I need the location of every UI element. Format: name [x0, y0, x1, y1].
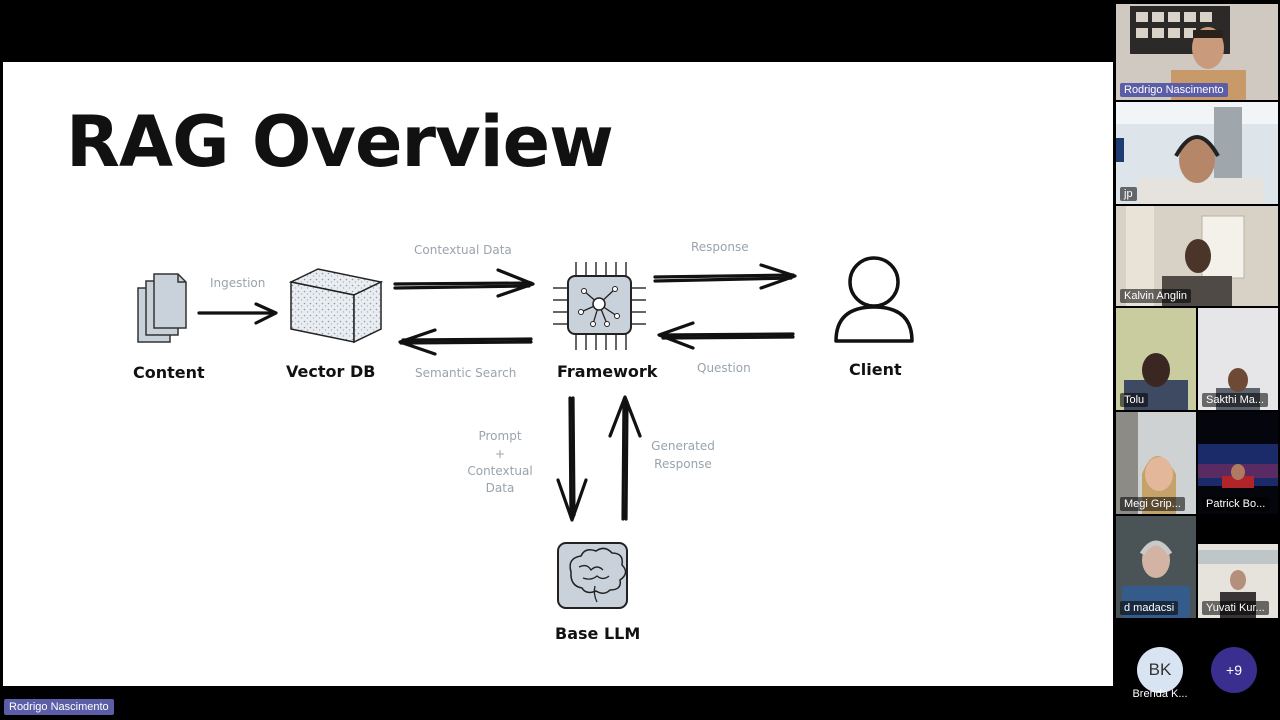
participant-name: Kalvin Anglin — [1120, 289, 1191, 303]
client-person-icon — [834, 256, 914, 343]
participant-tile[interactable]: Kalvin Anglin — [1116, 206, 1278, 306]
edge-label-question: Question — [697, 361, 751, 375]
participant-tile[interactable]: Sakthi Ma... — [1198, 308, 1278, 410]
avatar[interactable]: BK — [1137, 647, 1183, 693]
participant-name: Sakthi Ma... — [1202, 393, 1269, 407]
node-label-base-llm: Base LLM — [555, 624, 640, 643]
video-feed — [1116, 102, 1278, 204]
brain-icon — [557, 542, 628, 609]
edge-label-prompt-4: Data — [486, 481, 515, 495]
participant-name: jp — [1120, 187, 1137, 201]
documents-icon — [137, 273, 187, 343]
shared-slide: RAG Overview Content Vector DB — [3, 62, 1113, 686]
more-participants-button[interactable]: +9 — [1211, 647, 1257, 693]
edge-label-response: Response — [691, 240, 749, 254]
node-label-framework: Framework — [557, 362, 658, 381]
participant-tile[interactable]: Rodrigo Nascimento — [1116, 4, 1278, 100]
slide-title: RAG Overview — [66, 101, 614, 183]
vector-db-cube-icon — [288, 268, 384, 344]
edge-label-semantic-search: Semantic Search — [415, 366, 516, 380]
participant-tile[interactable]: Megi Grip... — [1116, 412, 1196, 514]
arrow-ingestion — [197, 302, 278, 325]
video-feed — [1198, 412, 1278, 514]
participant-tile[interactable]: d madacsi — [1116, 516, 1196, 618]
arrow-contextual-data — [393, 268, 535, 298]
participant-tile[interactable]: jp — [1116, 102, 1278, 204]
participant-name: Megi Grip... — [1120, 497, 1185, 511]
edge-label-prompt-2: + — [495, 447, 505, 461]
participant-name: Yuvati Kur... — [1202, 601, 1269, 615]
rag-diagram: Content Vector DB — [133, 240, 914, 643]
node-label-client: Client — [849, 360, 902, 379]
arrow-question — [657, 321, 795, 350]
edge-label-contextual-data: Contextual Data — [414, 243, 512, 257]
participant-tile[interactable]: Yuvati Kur... — [1198, 544, 1278, 618]
arrow-semantic-search — [398, 328, 533, 356]
edge-label-prompt-3: Contextual — [467, 464, 532, 478]
arrow-generated-up — [608, 395, 642, 521]
node-label-vector-db: Vector DB — [286, 362, 375, 381]
presenter-name-tag: Rodrigo Nascimento — [4, 699, 114, 715]
edge-label-prompt-1: Prompt — [478, 429, 521, 443]
arrow-response — [653, 263, 797, 290]
participant-name: d madacsi — [1120, 601, 1179, 615]
participant-tile[interactable]: Tolu — [1116, 308, 1196, 410]
framework-chip-icon — [553, 262, 646, 350]
edge-label-generated-1: Generated — [651, 439, 715, 453]
arrow-prompt-down — [556, 396, 588, 522]
node-label-content: Content — [133, 363, 205, 382]
participant-tile[interactable]: Patrick Bo... — [1198, 412, 1278, 514]
participant-name: Tolu — [1120, 393, 1149, 407]
edge-label-generated-2: Response — [654, 457, 712, 471]
edge-label-ingestion: Ingestion — [210, 276, 265, 290]
participant-name: Patrick Bo... — [1202, 497, 1270, 511]
participant-name: Brenda K... — [1132, 688, 1188, 700]
participant-name: Rodrigo Nascimento — [1120, 83, 1228, 97]
